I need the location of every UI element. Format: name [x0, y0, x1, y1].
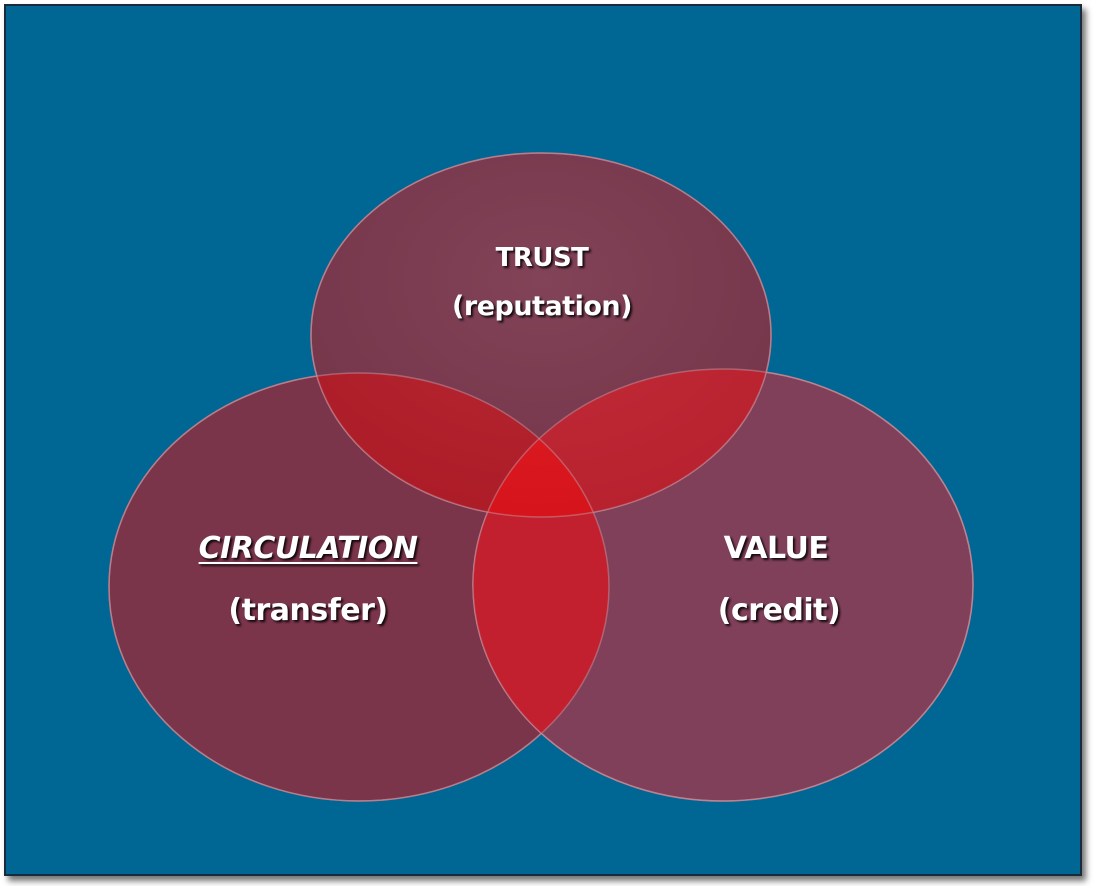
trust-subtitle: (reputation)	[452, 291, 632, 322]
trust-title: TRUST	[495, 243, 589, 273]
circulation-subtitle: (transfer)	[228, 593, 388, 628]
value-subtitle: (credit)	[717, 593, 841, 628]
circulation-edge	[108, 372, 610, 802]
value-title: VALUE	[723, 531, 829, 566]
circulation-title: CIRCULATION	[198, 531, 418, 566]
value-edge	[472, 368, 974, 802]
trust-edge	[310, 152, 772, 518]
